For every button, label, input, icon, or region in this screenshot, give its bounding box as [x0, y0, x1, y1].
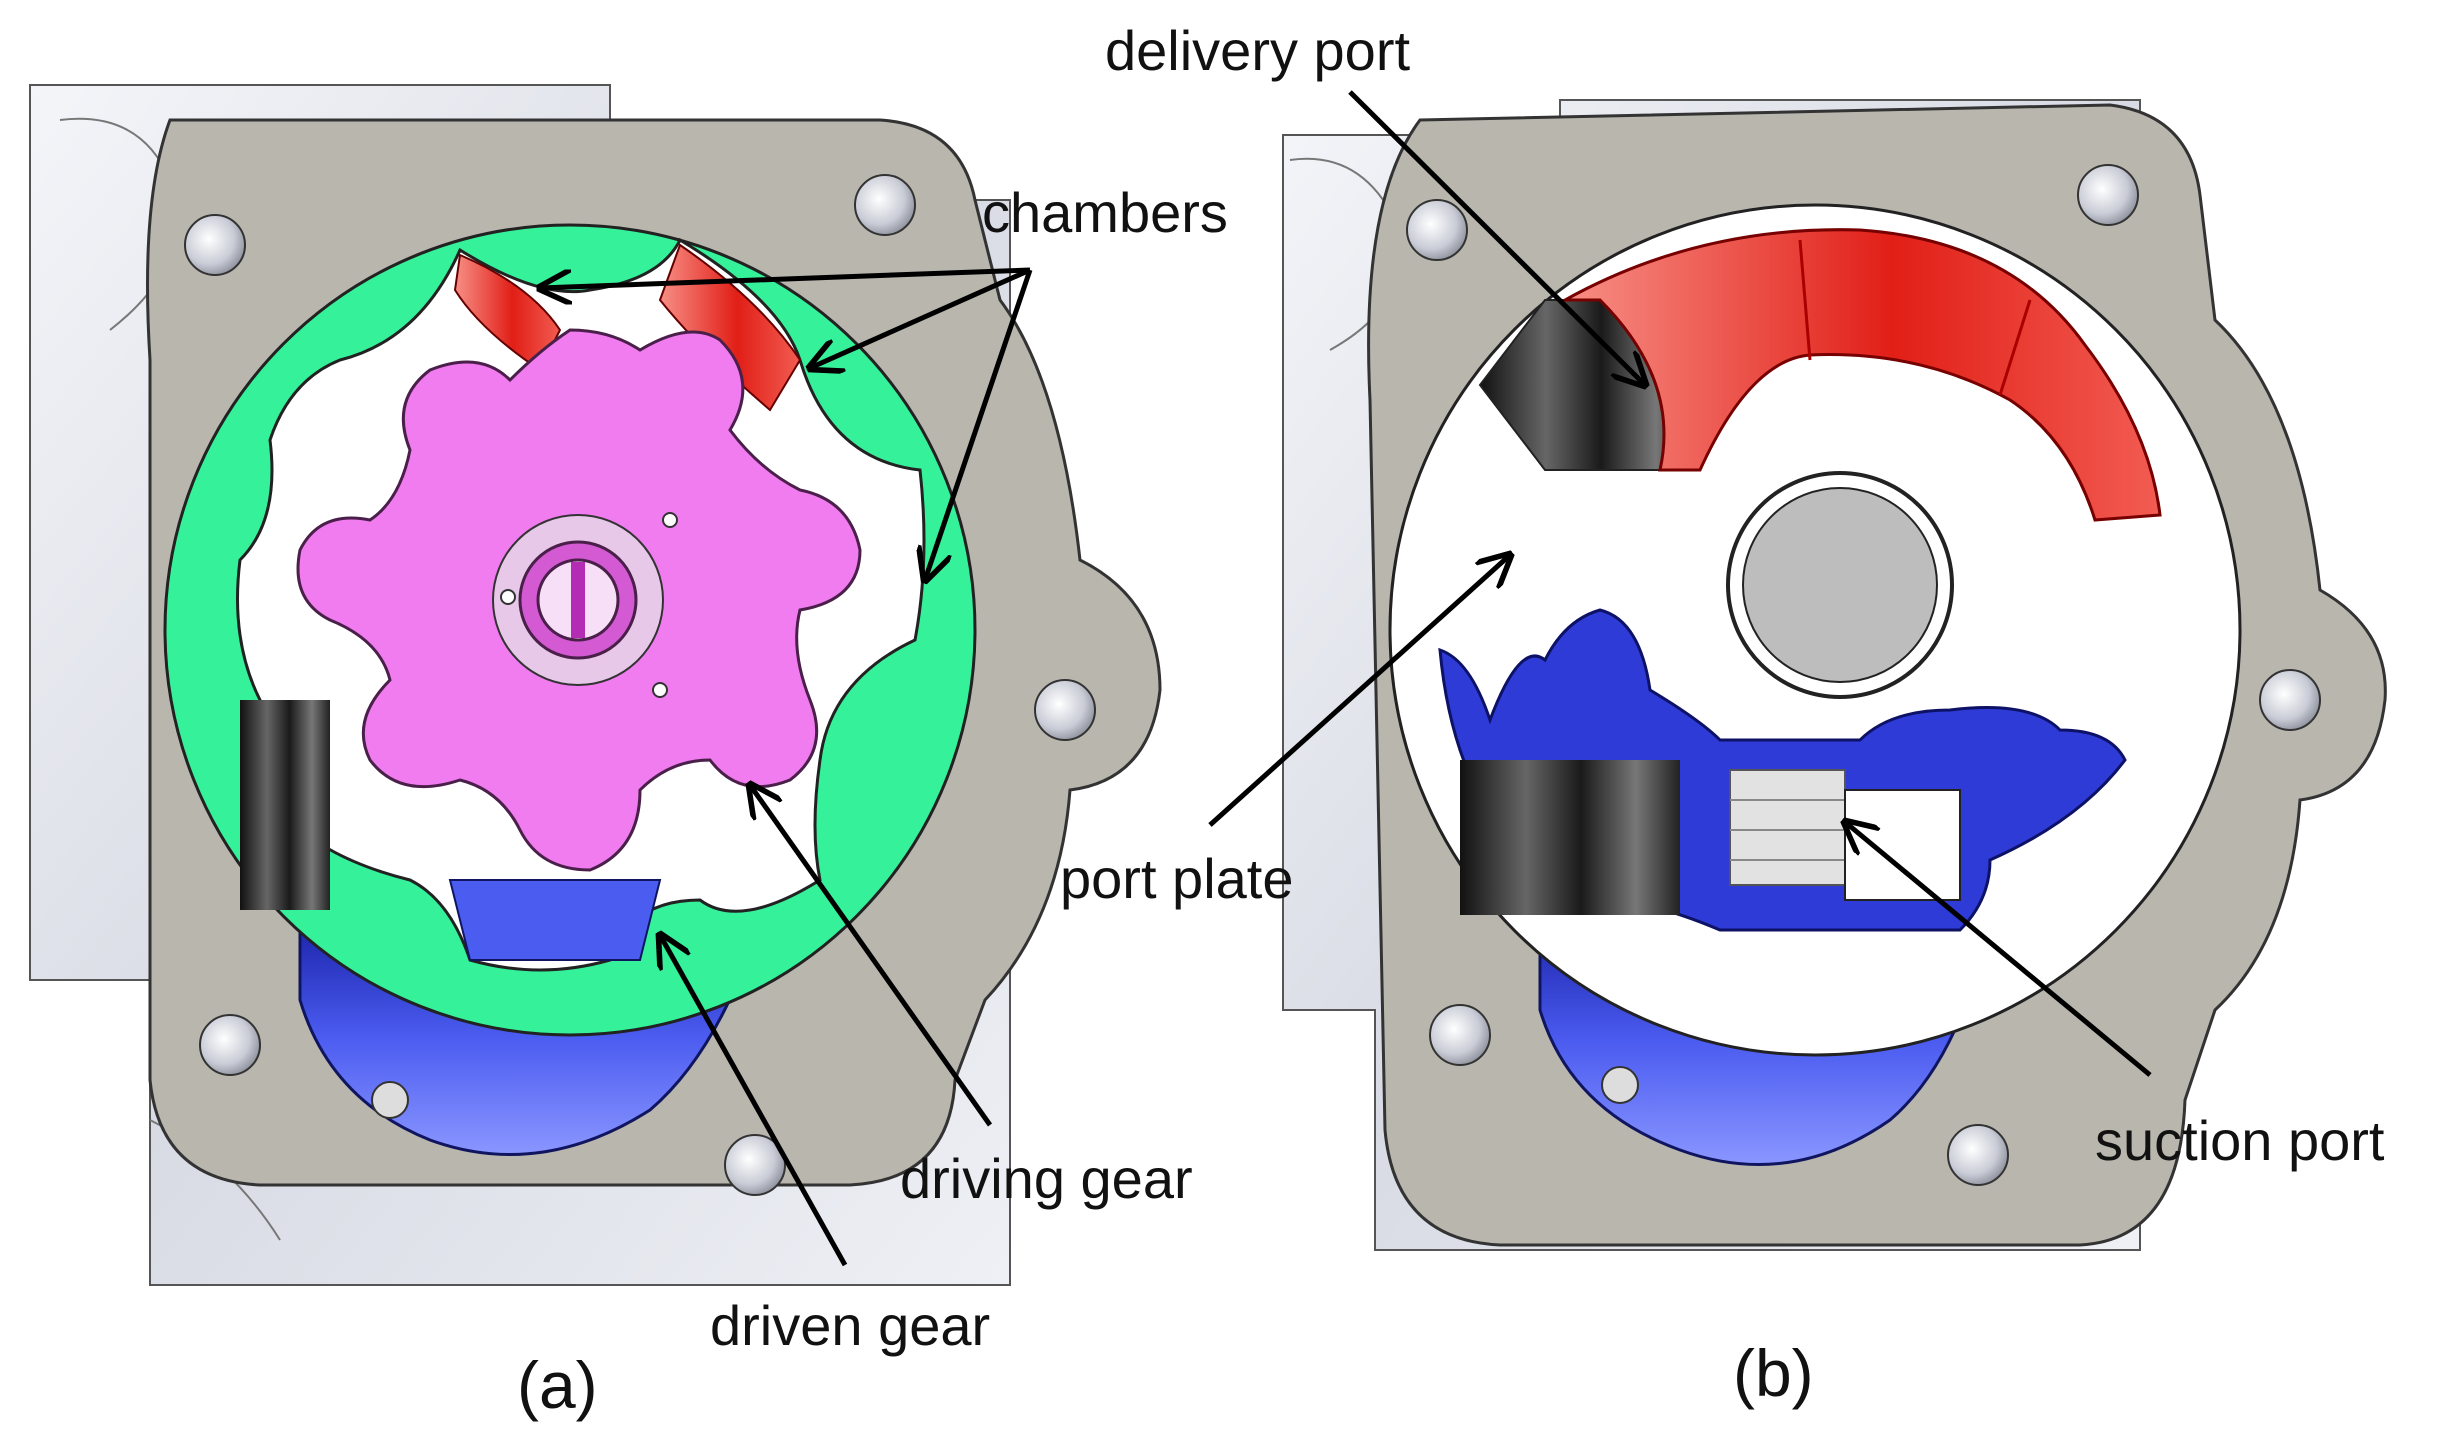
bolt-icons-a [184, 174, 1096, 1196]
arrow-suction-port [1845, 822, 2152, 1077]
arrow-chambers-2 [810, 267, 1032, 368]
caption-a: (a) [517, 1348, 598, 1422]
chamber-dark-left [240, 700, 330, 910]
panel-b [1282, 99, 2387, 1251]
arrow-delivery-port [1348, 90, 1645, 385]
delivery-port [1559, 228, 2162, 522]
bolt-icons-b [1406, 164, 2321, 1186]
label-suction-port: suction port [2095, 1109, 2385, 1172]
arrow-chambers-3 [925, 269, 1033, 580]
arrow-driving-gear [750, 785, 993, 1127]
label-port-plate: port plate [1060, 847, 1294, 910]
label-driven-gear: driven gear [710, 1294, 990, 1357]
suction-dark-block [1460, 760, 1680, 915]
label-driving-gear: driving gear [900, 1147, 1193, 1210]
arrow-port-plate [1208, 555, 1510, 827]
leader-arrows [540, 90, 2152, 1267]
label-chambers: chambers [982, 181, 1228, 244]
caption-b: (b) [1733, 1336, 1814, 1410]
suction-shaft [1729, 769, 1846, 886]
chamber-blue-bottom [448, 879, 662, 961]
label-delivery-port: delivery port [1105, 19, 1410, 82]
panel-a [29, 84, 1162, 1286]
arrow-driven-gear [660, 935, 848, 1267]
arrow-chambers-1 [540, 267, 1031, 288]
shaft-icon [492, 512, 678, 698]
